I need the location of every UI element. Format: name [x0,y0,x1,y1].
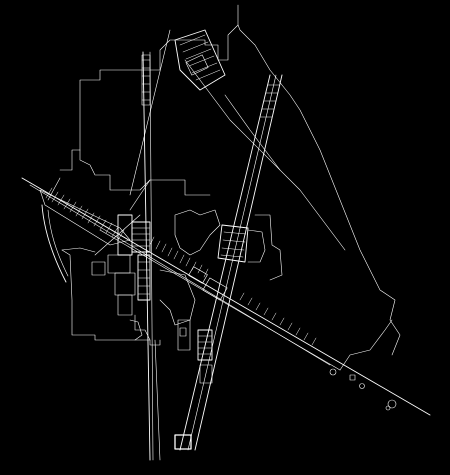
vertical-axis-north-hatch [141,59,151,101]
east-crossing-building-hatch [220,231,247,258]
central-cluster-notch [129,319,143,341]
diagonal-marker-square [349,374,356,381]
east-annex-boundary [254,214,283,281]
diagonal-marker-1 [329,368,337,376]
west-axis-tick [47,177,61,201]
diagonal-hatched-band-east [239,292,317,346]
central-block-c [107,254,131,274]
central-block-d [114,272,136,296]
diagonal-band-west-outline [39,189,131,246]
site-boundary-inner-east [224,94,281,171]
secondary-axis-north-hatch [259,84,281,118]
central-block-b [131,221,151,253]
south-axis-hatch [197,335,213,355]
north-building-block [174,29,226,91]
central-block-e [117,294,133,316]
east-lower-boundary [339,319,393,371]
diagonal-marker-4 [385,405,391,411]
site-boundary-north [59,4,239,171]
lower-west-block-b [179,327,187,337]
intersection-structure-2 [188,266,208,284]
vertical-axis-west [142,51,151,461]
intersection-structure [202,277,228,301]
west-connector [61,247,96,253]
south-axis-block-b [199,364,213,384]
north-diagonal-line-1 [129,29,171,196]
main-diagonal-axis [21,177,431,416]
central-block-f [137,254,151,301]
diagonal-hatched-band-west [45,187,125,241]
south-axis-block-a [197,329,213,361]
north-diagonal-line-2 [129,179,151,211]
secondary-diagonal-axis-center [187,74,277,451]
north-building-inner-rect [185,54,209,76]
secondary-diagonal-axis-inner [194,74,283,451]
west-curved-edge-inner [47,209,69,277]
middle-courtyard-outline [174,209,221,256]
diagonal-marker-2 [359,383,365,389]
vertical-axis-west-parallel [149,51,154,461]
central-cluster-outline [91,261,106,276]
north-building-hatch [179,34,221,81]
site-boundary-west [79,149,211,196]
lower-west-block [177,319,191,351]
central-block-hatch [131,227,151,295]
diagonal-hatched-band-middle [149,236,209,278]
north-diagonal-line-3 [94,214,141,256]
east-crossing-building [217,224,249,263]
diagonal-marker-3 [387,399,397,409]
site-boundary-east [237,24,401,356]
middle-courtyard-extension [159,269,196,326]
site-boundary-northeast-diagonal [184,59,346,251]
secondary-diagonal-axis-outer [179,74,271,451]
south-axis-terminal [174,434,192,450]
west-curved-edge [41,204,67,283]
vertical-axis-west-lower [154,339,161,461]
central-cluster-south [134,314,151,341]
east-building-annex [247,229,266,263]
vertical-axis-north-block [141,54,151,106]
